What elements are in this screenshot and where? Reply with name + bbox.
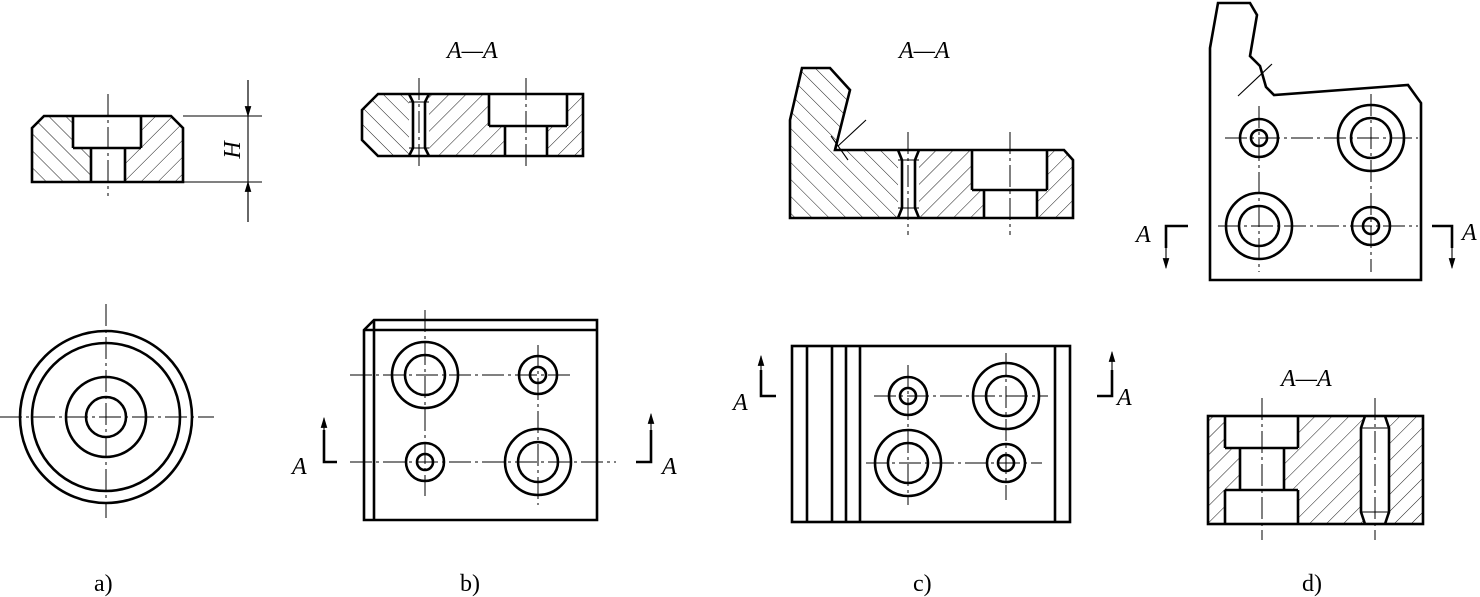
figure-b-cut-marker-right: A — [636, 412, 677, 480]
figure-d-cut-marker-right: A — [1432, 220, 1477, 270]
figure-c-cut-marker-right: A — [1097, 350, 1132, 411]
dimension-h-label: H — [220, 140, 246, 160]
figure-d-label: d) — [1302, 571, 1322, 597]
figure-b-section-title: A—A — [445, 38, 498, 64]
figure-d-cut-marker-left: A — [1134, 222, 1188, 270]
figure-a-plan-view — [0, 304, 214, 518]
figure-d-section-title: A—A — [1279, 366, 1332, 392]
figure-a-dimension-h: H — [183, 80, 262, 222]
figure-c: A—A — [731, 38, 1132, 597]
figure-d-front-view — [1208, 1, 1423, 282]
figure-a: H a) — [0, 80, 262, 597]
figure-a-label: a) — [94, 571, 113, 597]
cut-label-left: A — [290, 454, 307, 480]
cut-label-left: A — [1134, 222, 1151, 248]
figure-a-section-view — [30, 94, 185, 196]
figure-b-plan-view — [350, 310, 616, 522]
figure-c-section-view — [788, 66, 1075, 235]
figure-b-label: b) — [460, 571, 480, 597]
figure-c-section-title: A—A — [897, 38, 950, 64]
cut-label-right: A — [1460, 220, 1477, 246]
figure-b: A—A — [290, 38, 677, 597]
figure-d-section-view — [1206, 398, 1425, 540]
figure-b-cut-marker-left: A — [290, 416, 337, 480]
figure-c-label: c) — [913, 571, 932, 597]
figure-d: A A A—A d) — [1134, 1, 1477, 597]
figure-c-plan-view — [790, 344, 1072, 524]
figure-b-section-view — [360, 78, 585, 168]
cut-label-left: A — [731, 390, 748, 416]
figure-c-cut-marker-left: A — [731, 354, 776, 416]
cut-label-right: A — [660, 454, 677, 480]
cut-label-right: A — [1115, 385, 1132, 411]
